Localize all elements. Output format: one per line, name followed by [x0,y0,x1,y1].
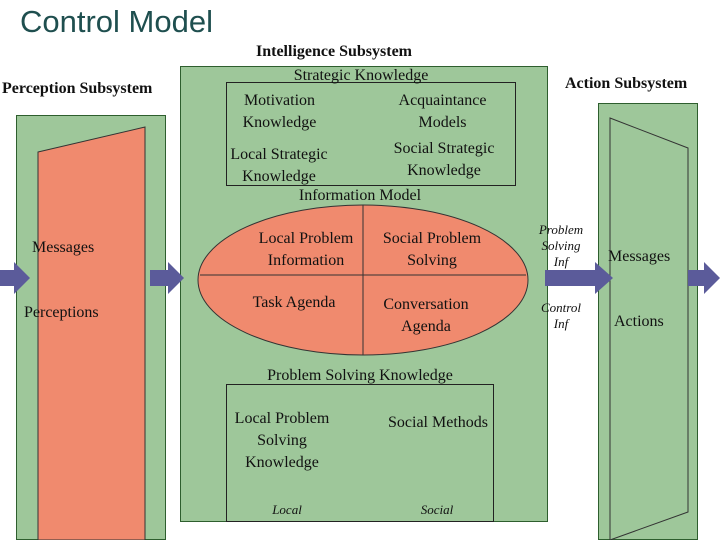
intelligence-subsystem-title: Intelligence Subsystem [256,43,412,60]
social-problem-solving: Social Problem Solving [382,230,482,269]
acquaintance-models: Acquaintance Models [398,92,487,131]
social-label: Social [420,502,454,517]
page-title: Control Model [20,4,213,39]
strategic-knowledge-title: Strategic Knowledge [293,67,429,84]
conversation-agenda: Conversation Agenda [383,296,469,335]
local-label: Local [272,502,302,517]
problem-solving-knowledge-box [226,384,494,522]
problem-solving-inf-label: Problem Solving Inf [538,222,584,269]
actions-label: Actions [614,313,664,330]
local-strategic-knowledge: Local Strategic Knowledge [230,146,328,185]
perception-panel [16,115,166,540]
social-methods: Social Methods [388,414,488,431]
task-agenda: Task Agenda [252,294,336,311]
motivation-knowledge: Motivation Knowledge [242,92,317,131]
control-inf-label: Control Inf [541,300,581,331]
strategic-knowledge-box [226,82,516,186]
perceptions-label: Perceptions [24,304,99,321]
local-problem-solving-knowledge: Local Problem Solving Knowledge [234,410,330,471]
perception-subsystem-title: Perception Subsystem [2,80,153,97]
perception-messages-label: Messages [32,239,95,256]
information-model-title: Information Model [298,187,422,204]
local-problem-information: Local Problem Information [258,230,354,269]
social-strategic-knowledge: Social Strategic Knowledge [393,140,495,179]
action-subsystem-title: Action Subsystem [565,75,688,92]
problem-solving-knowledge-title: Problem Solving Knowledge [267,367,453,384]
action-messages-label: Messages [608,248,671,265]
